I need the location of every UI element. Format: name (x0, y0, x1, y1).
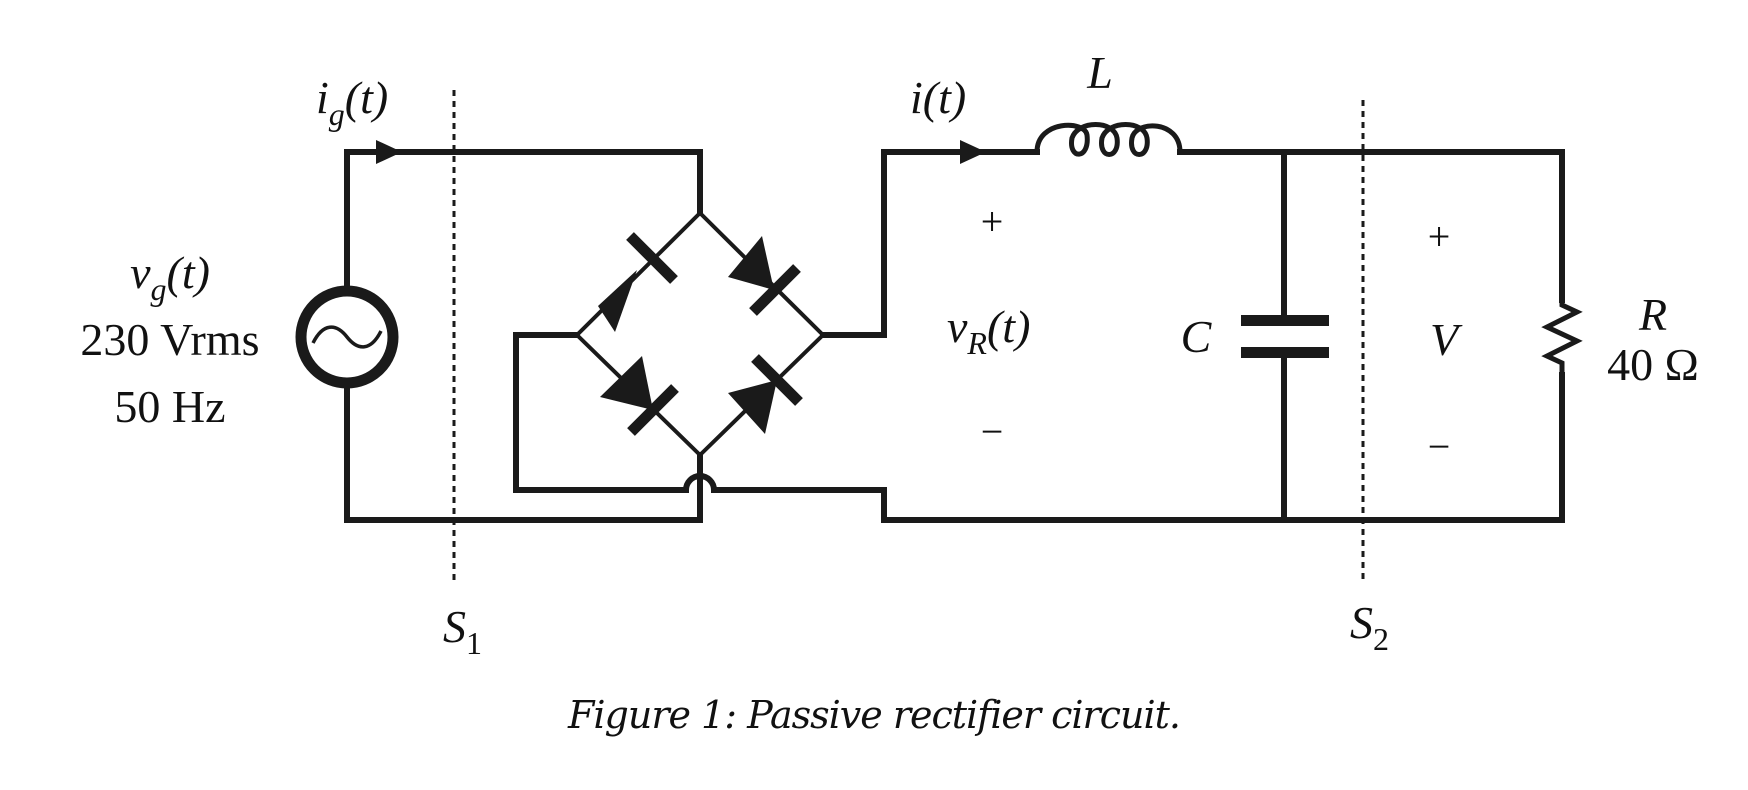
label-source-voltage: vg(t) (130, 247, 210, 307)
dc-filter (881, 122, 1583, 523)
diode-d2-icon (728, 236, 801, 316)
wire-bridge-return (711, 487, 887, 523)
label-dc-current: i(t) (910, 72, 966, 123)
label-capacitor: C (1181, 311, 1213, 362)
label-resistance-value: 40 Ω (1607, 339, 1699, 390)
ac-source-branch (295, 140, 703, 523)
diode-bridge (513, 149, 963, 523)
ac-source-icon (295, 285, 399, 389)
label-rectified-plus: + (981, 199, 1004, 244)
current-arrow-ig-icon (376, 140, 402, 164)
capacitor-plate-top (1241, 315, 1329, 326)
diode-d3-icon (600, 356, 679, 436)
diode-d4-icon (728, 354, 803, 434)
label-source-current: ig(t) (316, 72, 388, 132)
bridge-edges (574, 211, 826, 458)
label-source-rms: 230 Vrms (80, 314, 259, 365)
label-rectified-minus: − (981, 409, 1004, 454)
label-output-voltage: V (1430, 314, 1463, 365)
label-inductor: L (1086, 47, 1113, 98)
wire-bridge-right (820, 149, 963, 338)
label-output-minus: − (1428, 424, 1451, 469)
wire-bridge-left (513, 332, 689, 493)
diode-d1-icon (598, 232, 678, 332)
wire-bottom-dc (881, 372, 1565, 523)
label-section-s2: S2 (1350, 597, 1389, 657)
label-source-frequency: 50 Hz (114, 381, 225, 432)
label-rectified-voltage: vR(t) (947, 301, 1030, 361)
figure-caption: Figure 1: Passive rectifier circuit. (568, 693, 1181, 737)
wire-top-dc (1177, 149, 1565, 303)
label-section-s1: S1 (443, 601, 482, 661)
label-output-plus: + (1428, 214, 1451, 259)
wire-source-top (344, 149, 703, 288)
inductor-icon (1034, 122, 1183, 157)
resistor-icon (1541, 300, 1583, 375)
label-resistor: R (1638, 289, 1667, 340)
